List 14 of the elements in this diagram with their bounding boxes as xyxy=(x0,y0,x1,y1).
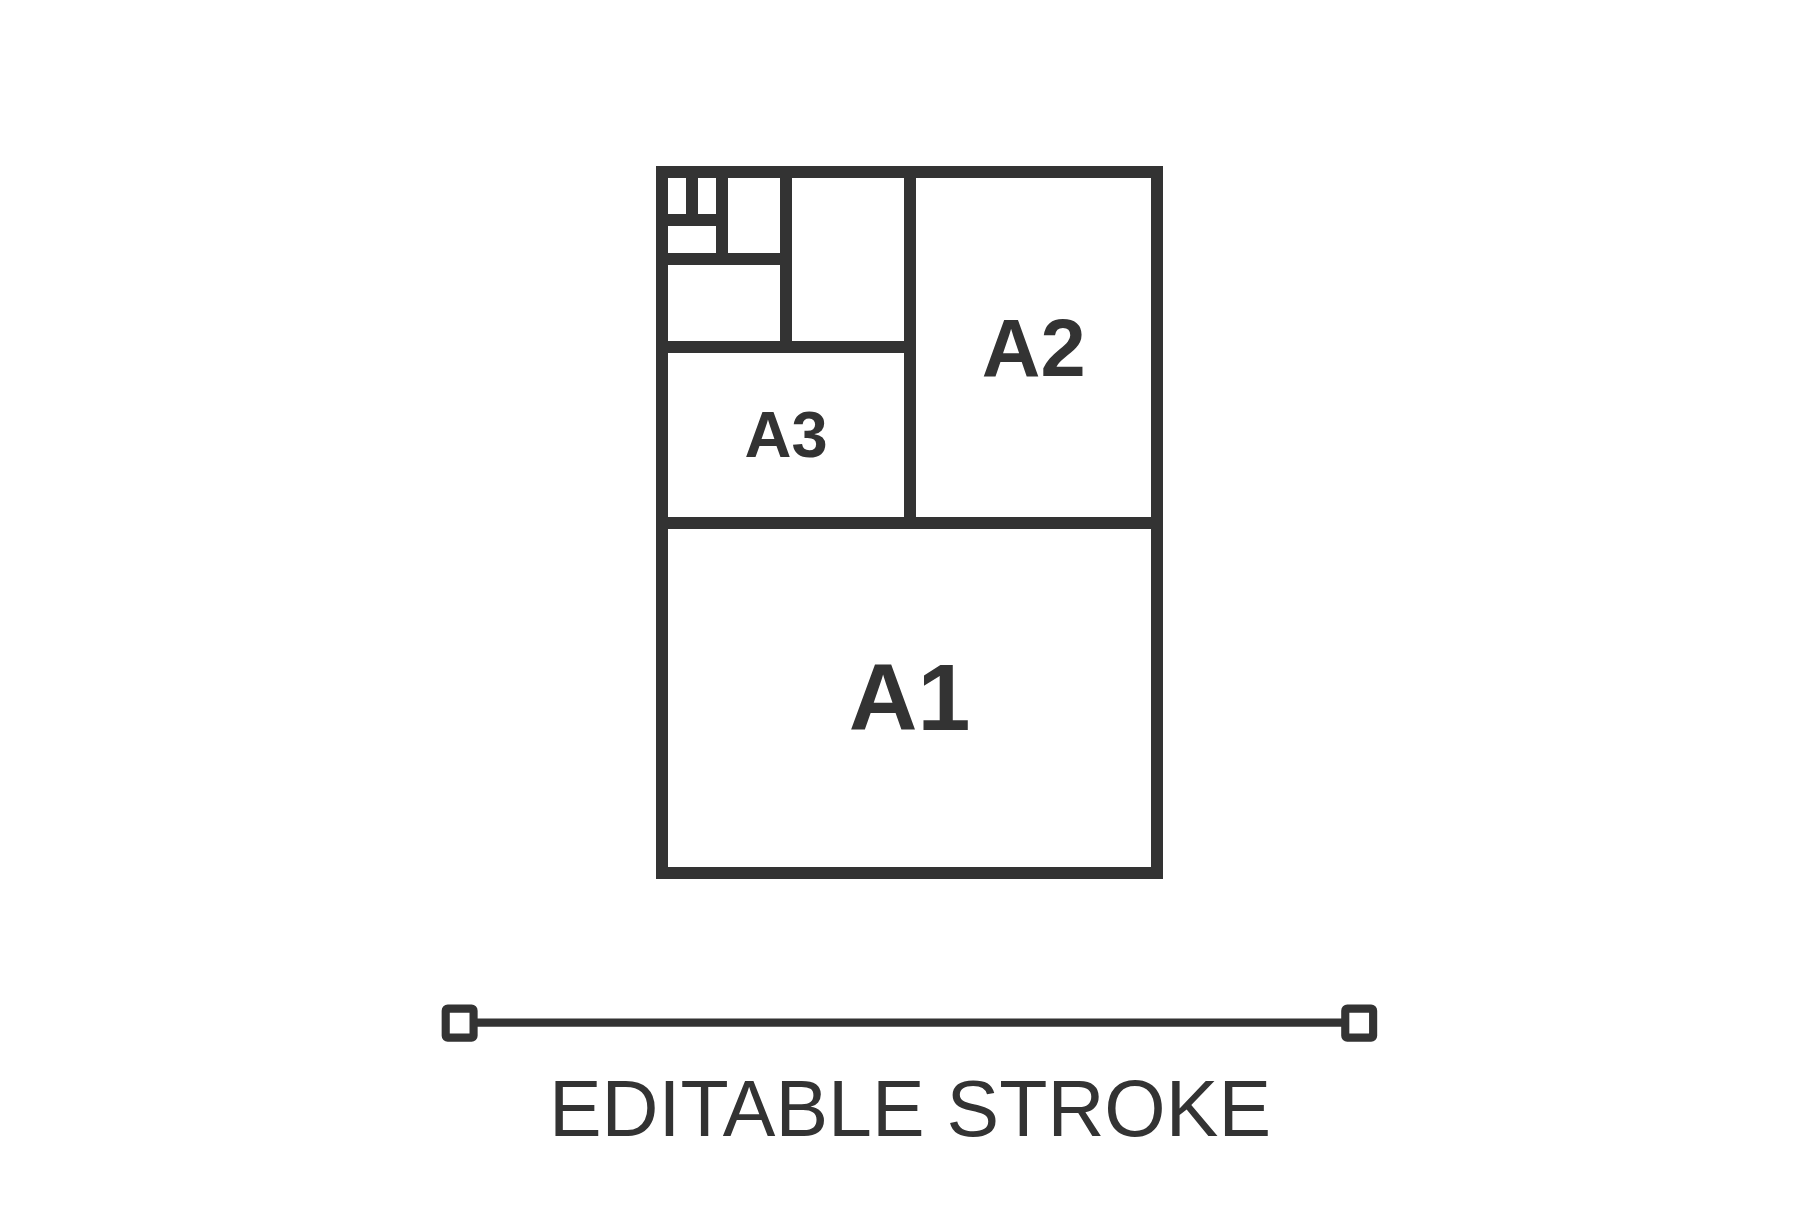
paper-size-box xyxy=(661,171,692,220)
paper-size-box xyxy=(691,171,723,220)
size-label: A2 xyxy=(981,306,1086,388)
size-label: A3 xyxy=(744,402,828,468)
paper-size-box xyxy=(661,522,1158,874)
size-label: A1 xyxy=(848,650,971,746)
caption-text-line: EDITABLE STROKE xyxy=(549,1065,1271,1154)
paper-size-box xyxy=(661,259,786,348)
paper-size-box xyxy=(661,219,723,259)
sheet-outline xyxy=(655,165,1164,880)
paper-size-box xyxy=(722,171,786,259)
paper-size-box xyxy=(661,347,911,523)
paper-size-box xyxy=(910,171,1158,523)
paper-size-box xyxy=(786,171,911,348)
